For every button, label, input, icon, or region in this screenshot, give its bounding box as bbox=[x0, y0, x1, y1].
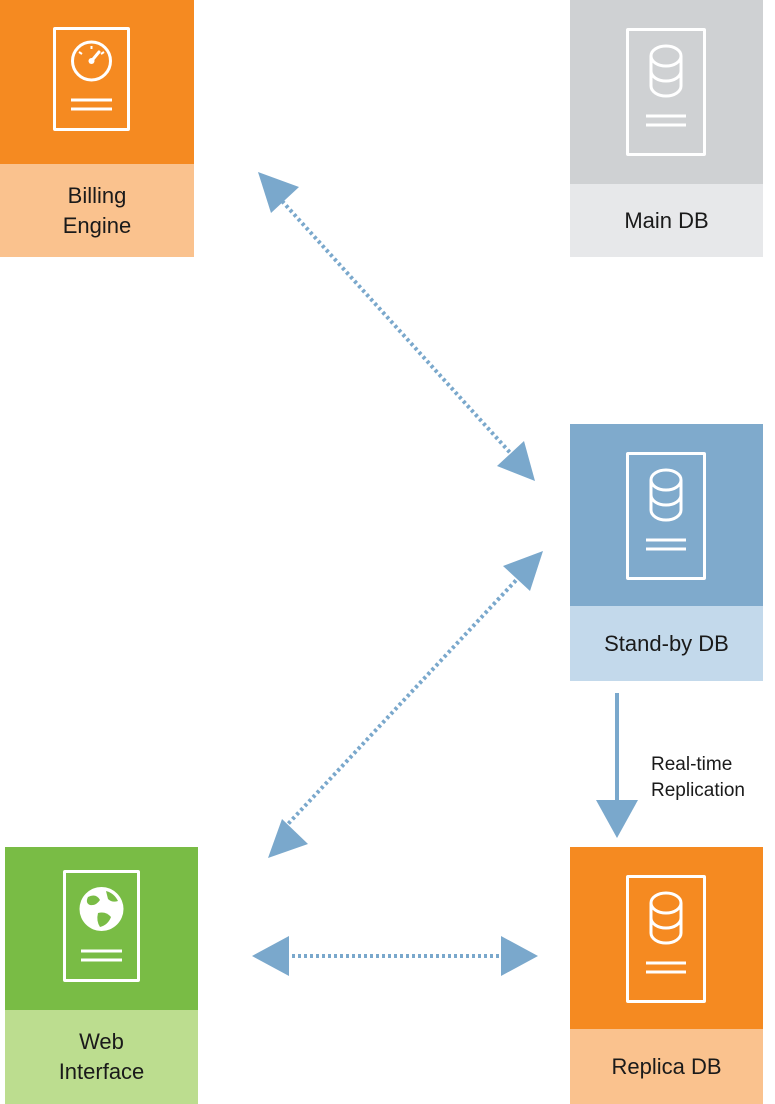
node-main-db[interactable]: Main DB bbox=[570, 0, 763, 257]
edge-billing-standby bbox=[258, 172, 535, 481]
node-web-interface-label-area: Web Interface bbox=[5, 1010, 198, 1104]
device-card bbox=[626, 875, 706, 1003]
node-billing-engine-header bbox=[0, 0, 194, 164]
node-main-db-header bbox=[570, 0, 763, 184]
arrowhead bbox=[596, 800, 638, 838]
node-replica-db-label-area: Replica DB bbox=[570, 1029, 763, 1104]
node-billing-engine[interactable]: Billing Engine bbox=[0, 0, 194, 257]
globe-icon bbox=[79, 887, 124, 962]
node-web-interface-header bbox=[5, 847, 198, 1010]
node-billing-engine-label-area: Billing Engine bbox=[0, 164, 194, 257]
node-web-interface[interactable]: Web Interface bbox=[5, 847, 198, 1104]
node-main-db-label-area: Main DB bbox=[570, 184, 763, 257]
arrowhead bbox=[258, 172, 299, 213]
gauge-icon bbox=[71, 40, 112, 111]
node-main-db-label: Main DB bbox=[624, 207, 709, 233]
node-standby-db[interactable]: Stand-by DB bbox=[570, 424, 763, 681]
device-card bbox=[63, 870, 140, 982]
database-icon bbox=[646, 44, 686, 127]
arrowhead bbox=[252, 936, 289, 976]
edge-web-replica bbox=[252, 936, 538, 976]
node-billing-engine-label: Billing Engine bbox=[62, 182, 132, 238]
arrowhead bbox=[497, 441, 535, 481]
arrowhead bbox=[268, 819, 308, 858]
node-standby-db-label-area: Stand-by DB bbox=[570, 606, 763, 681]
node-standby-db-label: Stand-by DB bbox=[604, 630, 729, 656]
edge-standby-replica bbox=[596, 693, 638, 838]
edge-label-replication: Real-time Replication bbox=[651, 754, 745, 801]
node-web-interface-label: Web Interface bbox=[58, 1029, 145, 1084]
node-replica-db-header bbox=[570, 847, 763, 1029]
node-replica-db-label: Replica DB bbox=[611, 1053, 722, 1079]
device-card bbox=[626, 28, 706, 156]
device-card bbox=[53, 27, 130, 131]
database-icon bbox=[646, 468, 686, 551]
arrowhead bbox=[503, 551, 543, 591]
node-replica-db[interactable]: Replica DB bbox=[570, 847, 763, 1104]
device-card bbox=[626, 452, 706, 580]
edge-standby-web bbox=[268, 551, 543, 858]
arrowhead bbox=[501, 936, 538, 976]
database-icon bbox=[646, 891, 686, 974]
node-standby-db-header bbox=[570, 424, 763, 606]
